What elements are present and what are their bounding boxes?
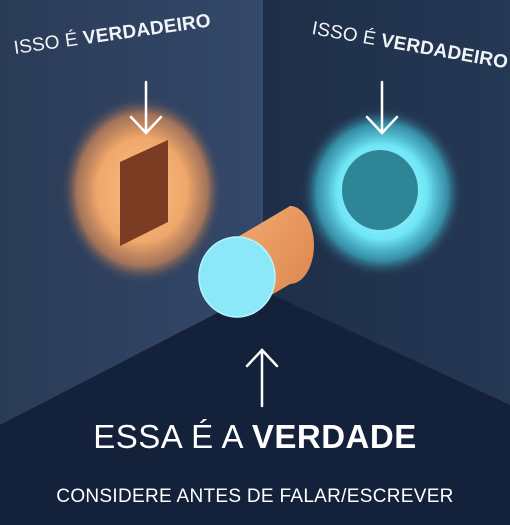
footer-text: CONSIDERE ANTES DE FALAR/ESCREVER	[56, 486, 454, 507]
main-caption-prefix: ESSA É A	[93, 418, 243, 455]
square-shadow-shape	[120, 140, 168, 246]
floor	[0, 290, 510, 525]
arrow-up-icon	[245, 348, 279, 408]
cylinder-face	[199, 237, 275, 317]
main-caption-emphasis: VERDADE	[251, 418, 417, 455]
circle-shadow-shape	[342, 150, 418, 230]
arrow-down-left-icon	[129, 80, 163, 135]
main-caption: ESSA É A VERDADE	[0, 418, 510, 456]
arrow-down-right-icon	[365, 80, 399, 135]
